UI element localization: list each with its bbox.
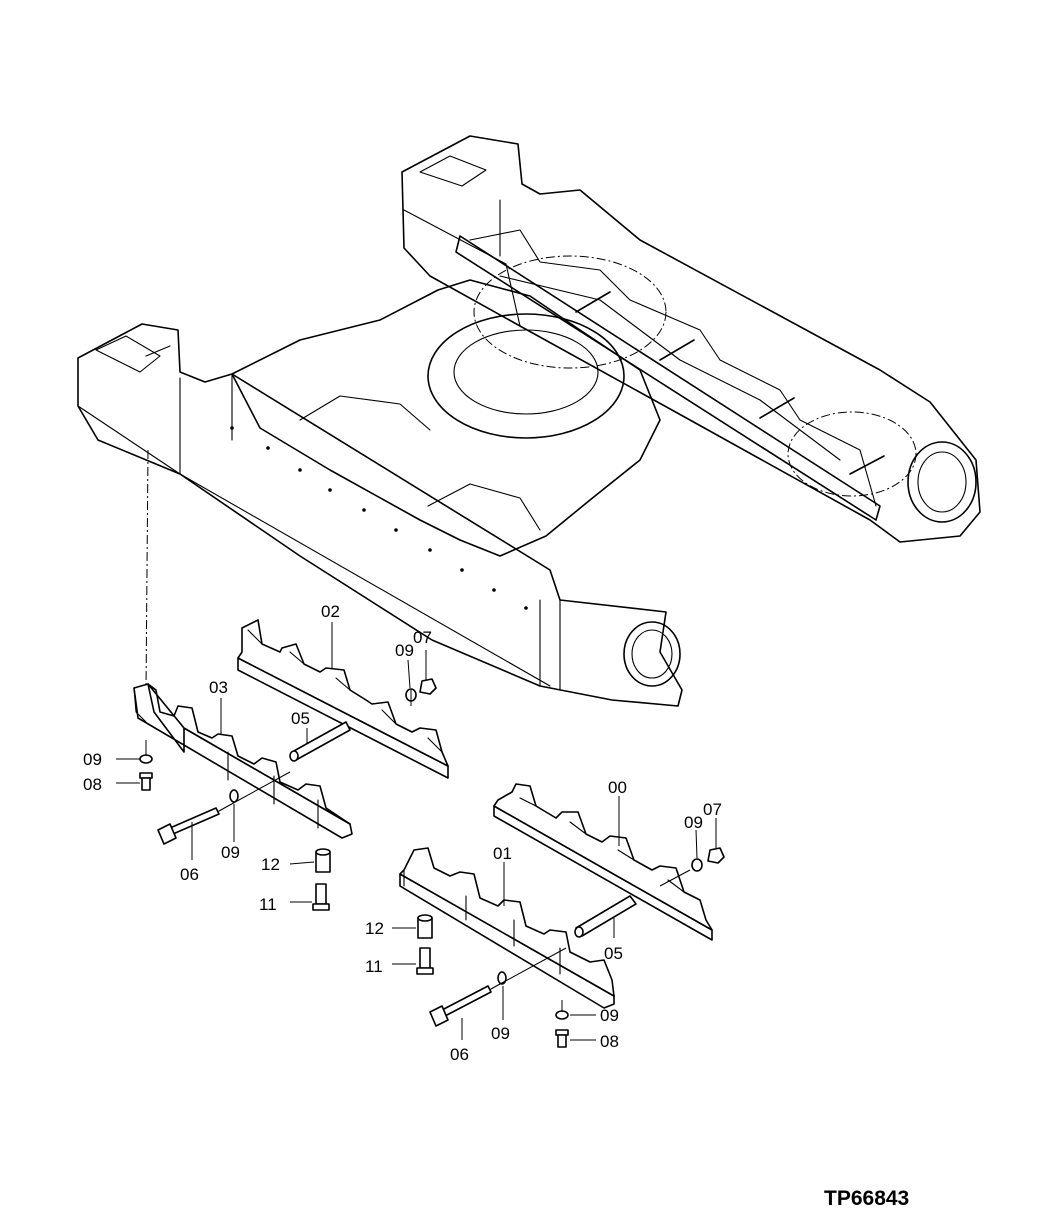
callout-05-right: 05 bbox=[604, 944, 623, 963]
frame-bolt-holes bbox=[230, 426, 528, 610]
callout-08-right: 08 bbox=[600, 1032, 619, 1051]
callout-01: 01 bbox=[493, 844, 512, 863]
track-frame bbox=[77, 135, 981, 707]
callout-02: 02 bbox=[321, 602, 340, 621]
part-06-bolt-left bbox=[157, 805, 229, 845]
hardware-washers-nuts bbox=[139, 678, 725, 1048]
part-03-rail-guard bbox=[133, 683, 353, 839]
callout-06-right: 06 bbox=[450, 1045, 469, 1064]
callout-09-upper-right: 09 bbox=[684, 813, 703, 832]
callout-08-left: 08 bbox=[83, 775, 102, 794]
callout-12-right: 12 bbox=[365, 919, 384, 938]
assembly-lines bbox=[145, 690, 691, 1012]
figure-code: TP66843 bbox=[824, 1187, 909, 1210]
callout-labels: 02 03 00 01 05 05 06 06 07 07 08 08 09 0… bbox=[83, 602, 722, 1064]
callout-09-upper-left: 09 bbox=[395, 641, 414, 660]
callout-leaders bbox=[116, 622, 717, 1041]
callout-05-left: 05 bbox=[291, 709, 310, 728]
callout-12-left: 12 bbox=[261, 855, 280, 874]
part-00-rail-guard bbox=[493, 783, 713, 941]
callout-11-right: 11 bbox=[365, 957, 383, 976]
callout-03: 03 bbox=[209, 678, 228, 697]
part-02-rail-guard bbox=[237, 619, 449, 779]
callout-07-left: 07 bbox=[413, 628, 432, 647]
part-05-pin-left bbox=[289, 721, 351, 762]
callout-09-mid-left: 09 bbox=[221, 843, 240, 862]
part-05-pin-right bbox=[574, 895, 637, 938]
callout-09-lower-left: 09 bbox=[83, 750, 102, 769]
callout-09-mid-right: 09 bbox=[491, 1024, 510, 1043]
part-06-bolt-right bbox=[429, 983, 501, 1027]
callout-11-left: 11 bbox=[259, 895, 277, 914]
part-01-rail-guard bbox=[399, 847, 615, 1009]
callout-00: 00 bbox=[608, 778, 627, 797]
callout-09-lower-right: 09 bbox=[600, 1006, 619, 1025]
callout-06-left: 06 bbox=[180, 865, 199, 884]
callout-07-right: 07 bbox=[703, 800, 722, 819]
